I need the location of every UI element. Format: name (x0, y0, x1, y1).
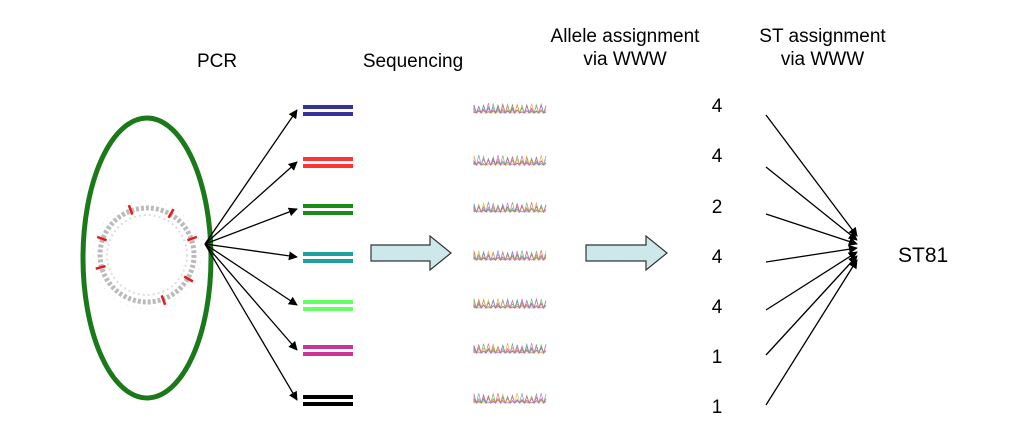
locus-bar (303, 164, 353, 168)
stage-label-pcr: PCR (196, 51, 238, 72)
allele-number: 4 (711, 96, 723, 117)
locus-marker (160, 294, 167, 306)
allele-number: 4 (711, 146, 723, 167)
st-arrow (765, 114, 858, 237)
allele-number: 4 (711, 247, 723, 268)
pcr-arrow (204, 243, 298, 401)
st-arrows (765, 114, 858, 406)
sequence-type-result: ST81 (898, 244, 949, 267)
locus-marker (96, 235, 108, 242)
allele-number: 4 (711, 297, 723, 318)
locus-bar (303, 211, 353, 215)
stage-label-st-assignment: ST assignment via WWW (735, 25, 910, 71)
locus-bar (303, 307, 353, 311)
locus-markers (95, 204, 198, 306)
allele-block-arrow (585, 234, 668, 272)
locus-bar (303, 252, 353, 256)
locus-bar (303, 259, 353, 263)
stage-label-sequencing: Sequencing (362, 51, 464, 72)
pcr-arrow (204, 109, 298, 245)
chromatogram-trace (473, 297, 547, 310)
chromatogram-trace (473, 102, 547, 115)
circular-genome-map (92, 200, 202, 310)
trace-line (473, 103, 547, 115)
st-arrow (765, 244, 858, 263)
pcr-arrow (204, 243, 298, 351)
locus-bar (303, 112, 353, 116)
locus-bar (303, 204, 353, 208)
locus-bar (303, 300, 353, 304)
allele-assignment-line1: Allele assignment (550, 26, 700, 47)
locus-bar (303, 395, 353, 399)
locus-bar (303, 345, 353, 349)
pcr-arrow (204, 161, 298, 245)
allele-number: 2 (711, 197, 723, 218)
trace-line (473, 201, 547, 214)
pcr-arrows (204, 109, 298, 401)
allele-assignment-line2: via WWW (583, 49, 667, 70)
genome-ellipse (80, 115, 214, 401)
pcr-arrow (204, 207, 298, 245)
trace-line (473, 154, 547, 167)
trace-line (473, 393, 547, 405)
locus-marker (183, 275, 194, 283)
stage-label-allele-assignment: Allele assignment via WWW (530, 25, 720, 71)
chromatogram-trace (473, 342, 547, 355)
trace-line (473, 103, 547, 115)
allele-number: 1 (711, 347, 723, 368)
sequence-traces (473, 102, 547, 405)
locus-marker (167, 208, 175, 219)
trace-line (473, 298, 547, 310)
chromatogram-trace (473, 392, 547, 405)
chromatogram-trace (473, 154, 547, 167)
st-assignment-line2: via WWW (780, 49, 865, 70)
trace-line (473, 343, 547, 355)
trace-line (473, 154, 547, 167)
st-assignment-line1: ST assignment (759, 26, 886, 47)
locus-marker (127, 204, 134, 216)
st-arrow (765, 255, 858, 356)
locus-bar (303, 352, 353, 356)
locus-bars (303, 105, 353, 406)
locus-bar (303, 402, 353, 406)
locus-marker (95, 264, 106, 270)
st-arrow (765, 251, 858, 311)
chromatogram-trace (473, 201, 547, 214)
st-arrow (765, 259, 858, 406)
allele-number: 1 (711, 397, 723, 418)
st-arrow (765, 213, 858, 246)
locus-bar (303, 157, 353, 161)
chromatogram-trace (473, 249, 547, 262)
trace-line (473, 249, 547, 262)
locus-bar (303, 105, 353, 109)
sequencing-block-arrow (370, 234, 452, 272)
locus-marker (186, 235, 198, 242)
pcr-arrow (204, 243, 298, 261)
st-arrow (765, 166, 858, 241)
pcr-arrow (204, 243, 298, 306)
